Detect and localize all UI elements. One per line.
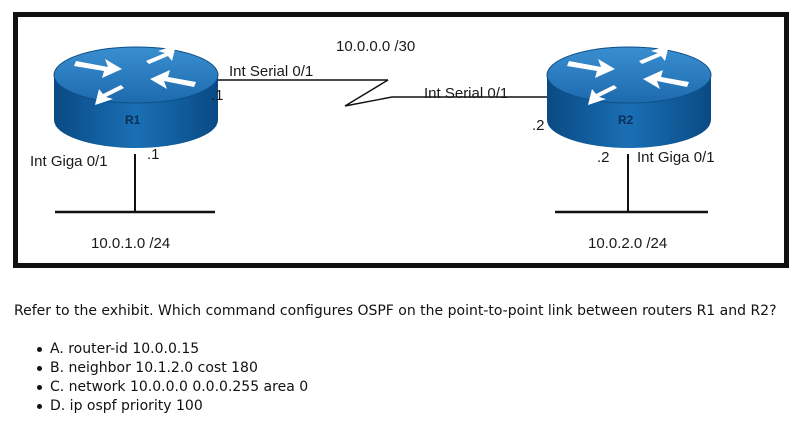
r1-lan-network-label: 10.0.1.0 /24	[91, 235, 171, 252]
r2-giga-host-label: .2	[597, 149, 610, 166]
serial-link-zigzag	[344, 79, 393, 107]
r2-serial-host-label: .2	[532, 117, 545, 134]
r2-serial-interface-label: Int Serial 0/1	[424, 85, 509, 102]
r1-serial-interface-label: Int Serial 0/1	[229, 63, 314, 80]
topology-diagram	[53, 45, 712, 214]
router-r2-label: R2	[618, 113, 634, 127]
question-text: Refer to the exhibit. Which command conf…	[14, 303, 777, 319]
r1-serial-host-label: .1	[211, 87, 224, 104]
option-b[interactable]: B. neighbor 10.1.2.0 cost 180	[36, 359, 308, 378]
router-r1-icon	[53, 45, 219, 148]
router-r1-label: R1	[125, 113, 141, 127]
option-a[interactable]: A. router-id 10.0.0.15	[36, 340, 308, 359]
router-r2-icon	[546, 45, 712, 148]
answer-options: A. router-id 10.0.0.15 B. neighbor 10.1.…	[36, 340, 309, 416]
r2-lan-network-label: 10.0.2.0 /24	[588, 235, 668, 252]
option-d[interactable]: D. ip ospf priority 100	[36, 397, 308, 416]
r1-giga-host-label: .1	[147, 146, 160, 163]
serial-network-label: 10.0.0.0 /30	[336, 38, 416, 55]
r1-giga-interface-label: Int Giga 0/1	[30, 153, 108, 170]
r2-giga-interface-label: Int Giga 0/1	[637, 149, 715, 166]
option-c[interactable]: C. network 10.0.0.0 0.0.0.255 area 0	[36, 379, 309, 395]
network-exhibit: R1 R2 10.0.0.0 /30 Int Serial 0/1 .1 Int…	[13, 12, 789, 268]
